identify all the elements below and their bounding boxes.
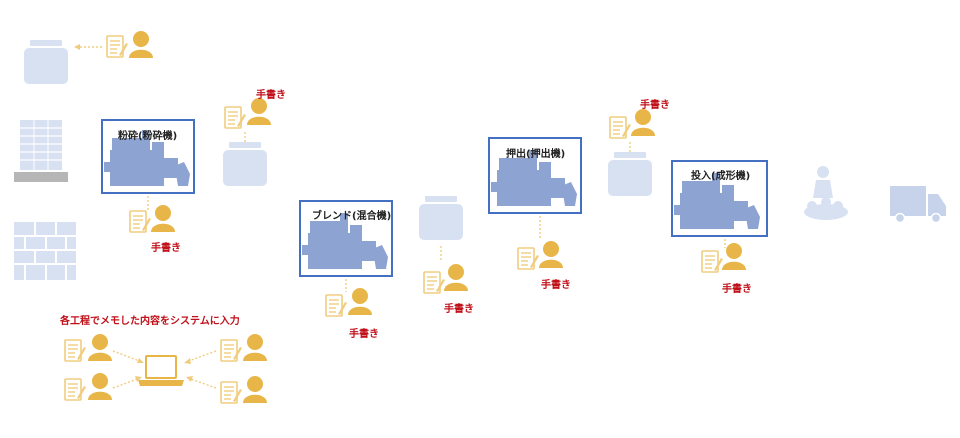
person-icon (243, 376, 267, 403)
memo-icon (224, 106, 247, 129)
raw-container-icon (24, 40, 68, 84)
handwriting-label: 手書き (256, 90, 286, 101)
handwriting-label: 手書き (151, 243, 181, 254)
person-icon (243, 334, 267, 361)
process-label-blending: ブレンド(混合機) (312, 211, 392, 222)
memo-icon (64, 378, 87, 401)
truck-icon (890, 186, 946, 224)
memo-icon (325, 294, 348, 317)
memo-icon (129, 210, 152, 233)
person-icon (247, 98, 271, 125)
person-icon (444, 264, 468, 291)
person-icon (348, 288, 372, 315)
memo-icon (517, 247, 540, 270)
handwriting-label: 手書き (640, 100, 670, 111)
person-icon (539, 241, 563, 268)
process-frame-molding (671, 160, 768, 237)
memo-icon (220, 339, 243, 362)
system-input-caption: 各工程でメモした内容をシステムに入力 (60, 316, 240, 327)
laptop-icon (138, 355, 184, 386)
handwriting-label: 手書き (722, 284, 752, 295)
person-icon (151, 205, 175, 232)
container-icon (419, 196, 463, 240)
process-label-extrusion: 押出(押出機) (506, 149, 566, 160)
memo-icon (609, 116, 632, 139)
person-icon (129, 31, 153, 58)
person-icon (88, 373, 112, 400)
process-frame-crushing (101, 119, 195, 194)
handwriting-label: 手書き (349, 329, 379, 340)
memo-icon (701, 250, 724, 273)
memo-icon (423, 271, 446, 294)
process-label-molding: 投入(成形機) (691, 171, 751, 182)
process-frame-extrusion (488, 137, 582, 214)
person-icon (631, 109, 655, 136)
process-frame-blending (299, 200, 393, 277)
process-label-crushing: 粉砕(粉砕機) (118, 131, 178, 142)
handwriting-label: 手書き (444, 304, 474, 315)
bricks-icon (14, 222, 76, 280)
container-icon (223, 142, 267, 186)
pile-icon (804, 166, 848, 220)
person-icon (88, 334, 112, 361)
memo-icon (106, 35, 129, 58)
memo-icon (220, 381, 243, 404)
memo-icon (64, 339, 87, 362)
handwriting-label: 手書き (541, 280, 571, 291)
pallet-icon (14, 120, 68, 182)
container-icon (608, 152, 652, 196)
